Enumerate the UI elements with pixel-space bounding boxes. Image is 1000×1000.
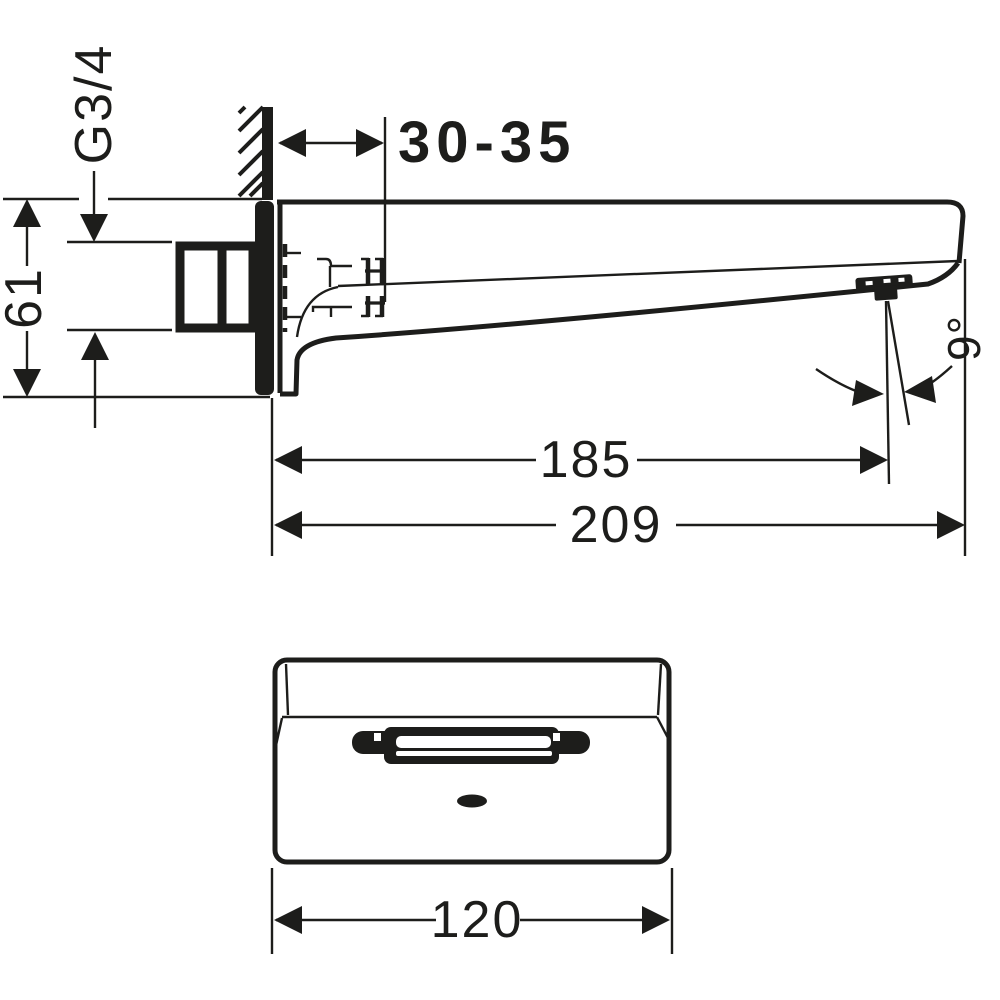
wall-face xyxy=(262,107,273,200)
arrowhead-left-icon xyxy=(904,376,936,403)
angle-arc-left xyxy=(815,368,857,393)
dim-height: 61 xyxy=(0,197,270,399)
dim-width: 120 xyxy=(270,868,674,954)
hidden-detail-lines xyxy=(282,244,385,332)
thread-label: G3/4 xyxy=(65,44,123,165)
arrowhead-right-icon xyxy=(937,511,965,539)
dim-thread: G3/4 xyxy=(65,44,172,428)
dim-wall-range: 30-35 xyxy=(278,110,576,302)
supply-nipple xyxy=(175,241,258,333)
total-length-label: 209 xyxy=(570,496,663,554)
angle-arc-right xyxy=(930,365,953,384)
arrowhead-left-icon xyxy=(274,446,302,474)
drain-hole xyxy=(457,794,487,808)
angle-ref-vertical xyxy=(884,300,891,485)
arrowhead-right-icon xyxy=(642,906,670,934)
outlet-distance-label: 185 xyxy=(540,431,633,489)
arrowhead-down-icon xyxy=(13,369,41,397)
wall-section xyxy=(237,105,274,556)
wall-hatch-lines xyxy=(237,105,265,198)
arrowhead-right-icon xyxy=(852,380,884,406)
outlet-slot xyxy=(352,727,590,764)
front-bevel-left xyxy=(273,717,284,751)
fixation-clip-upper xyxy=(361,257,385,284)
spout-top-edge xyxy=(277,199,966,264)
height-label: 61 xyxy=(0,267,53,329)
spout-elbow-curve xyxy=(295,285,339,338)
upper-hook-detail xyxy=(317,257,352,287)
spout-body xyxy=(277,199,966,397)
front-bevel-right xyxy=(655,716,671,741)
nipple-outer-segment xyxy=(175,241,227,333)
spout-bottom-edge xyxy=(280,261,961,397)
arrowhead-down-icon xyxy=(80,214,108,242)
fixation-clip-lower xyxy=(361,296,385,318)
arrowhead-up-icon xyxy=(81,332,109,360)
side-view: G3/4 61 30-35 xyxy=(0,44,990,556)
arrowhead-right-icon xyxy=(860,446,888,474)
arrowhead-left-icon xyxy=(274,511,302,539)
spout-underside-line xyxy=(337,259,959,288)
dim-total-length: 209 xyxy=(274,496,965,554)
arrowhead-left-icon xyxy=(278,129,306,157)
angle-spray-line xyxy=(886,300,911,426)
aerator xyxy=(855,274,913,301)
nipple-inner-segment xyxy=(217,241,258,333)
lower-hook-detail xyxy=(311,305,352,317)
front-inner-left-line xyxy=(284,663,290,716)
width-label: 120 xyxy=(431,891,524,949)
arrowhead-up-icon xyxy=(13,199,41,227)
front-face-lines xyxy=(273,663,671,751)
arrowhead-left-icon xyxy=(274,906,302,934)
arrowhead-right-icon xyxy=(356,129,384,157)
spout-flange xyxy=(255,201,274,395)
wall-range-label: 30-35 xyxy=(398,110,576,175)
front-inner-right-line xyxy=(656,663,663,716)
front-view: 120 xyxy=(270,657,674,954)
dim-outlet-distance: 185 xyxy=(274,431,888,489)
